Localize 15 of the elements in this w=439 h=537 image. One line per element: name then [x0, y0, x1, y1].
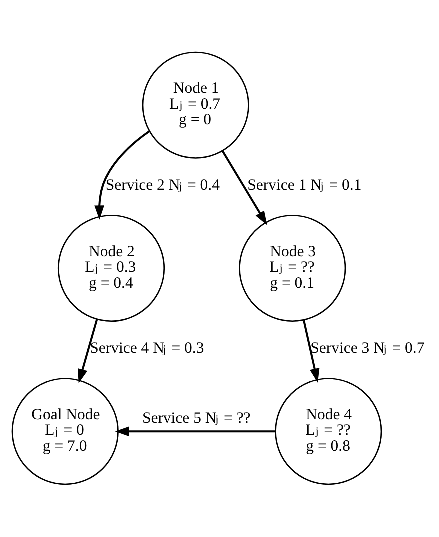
edge-label: Service 3 Nj = 0.7	[310, 340, 425, 358]
edge-label: Service 5 Nj = ??	[142, 410, 251, 427]
node-circle: Node 1 Lj = 0.7 g = 0	[142, 52, 250, 159]
arrow	[115, 426, 276, 437]
arrow	[303, 320, 320, 383]
edge-label: Service 4 Nj = 0.3	[90, 340, 204, 358]
arrow	[94, 130, 150, 220]
node-circle: Node 2 Lj = 0.3 g = 0.4	[58, 214, 166, 322]
edge-label: Service 1 Nj = 0.1	[248, 176, 362, 194]
arrow	[222, 150, 268, 226]
node-circle: Node 4 Lj = ?? g = 0.8	[275, 378, 382, 486]
node-circle: Goal Node Lj = 0 g = 7.0	[12, 378, 119, 486]
edge-label: Service 2 Nj = 0.4	[106, 176, 220, 194]
arrow	[78, 319, 98, 384]
node-circle: Node 3 Lj = ?? g = 0.1	[239, 214, 346, 322]
